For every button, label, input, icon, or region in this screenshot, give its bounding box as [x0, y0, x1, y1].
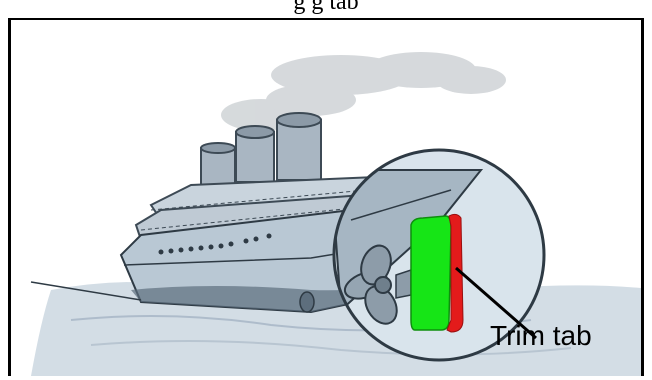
magnifier-inset	[332, 148, 546, 362]
trim-tab	[446, 213, 464, 333]
trim-tab-label: Trim tab	[490, 320, 592, 351]
label-pointer	[455, 266, 537, 340]
illustration-frame: Trim tab	[8, 18, 644, 376]
smoke	[221, 52, 506, 131]
propeller	[343, 244, 398, 325]
funnels	[200, 112, 322, 187]
ship-illustration	[30, 52, 641, 376]
cropped-title: g g tab	[293, 0, 359, 15]
rudder	[410, 215, 452, 331]
